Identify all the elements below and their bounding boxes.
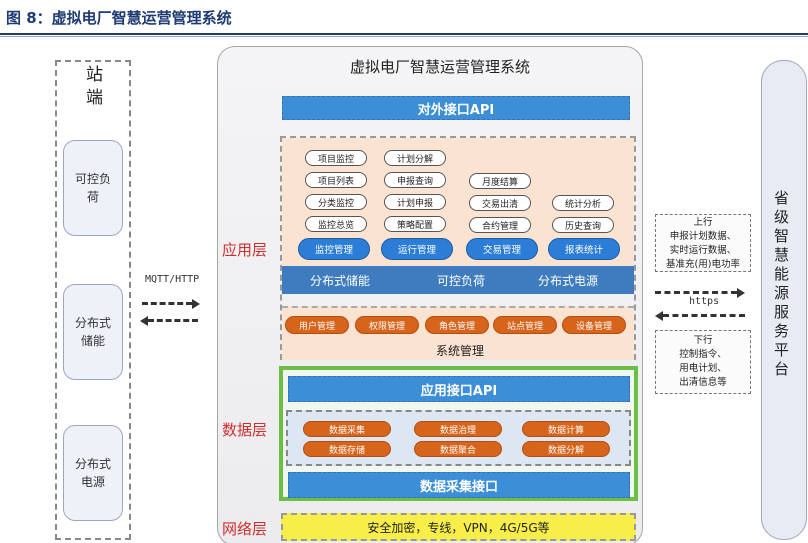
uplink-note: 上行 申报计划数据、 实时运行数据、 基准充(用)电功率 [655,214,751,272]
sys-user-mgmt: 用户管理 [285,316,349,334]
data-govern: 数据治理 [414,421,502,437]
func-pill: 项目列表 [305,172,367,188]
func-pill: 分类监控 [305,194,367,210]
figure-title: 图 8：虚拟电厂智慧运营管理系统 [6,9,232,27]
data-collect: 数据采集 [303,421,391,437]
mqtt-http-label: MQTT/HTTP [145,274,200,285]
downlink-note: 下行 控制指令、 用电计划、 出清信息等 [655,330,751,394]
func-pill: 交易出清 [469,195,531,211]
app-layer-label: 应用层 [222,241,268,259]
station-controllable-load: 可控负荷 [63,140,123,236]
station-frame [55,60,131,540]
data-decompose: 数据分解 [522,441,610,457]
sys-device-mgmt: 设备管理 [562,316,626,334]
uplink-line: 实时运行数据、 [669,245,737,256]
data-store: 数据存储 [303,441,391,457]
arrow-right-head [192,299,200,309]
module-operation: 运行管理 [381,238,453,260]
func-pill: 申报查询 [384,172,446,188]
main-system-title: 虚拟电厂智慧运营管理系统 [349,58,530,76]
external-api-label: 对外接口API [417,102,495,118]
network-layer-text: 安全加密，专线，VPN，4G/5G等 [367,520,550,535]
func-pill: 月度结算 [469,173,531,189]
station-item-label: 分布式电源 [74,457,111,489]
data-processing-area [286,410,631,466]
downlink-line: 出清信息等 [679,377,727,388]
uplink-line: 申报计划数据、 [669,231,737,242]
sys-role-mgmt: 角色管理 [425,316,489,334]
downlink-line: 用电计划、 [679,363,727,374]
data-compute: 数据计算 [522,421,610,437]
station-distributed-storage: 分布式储能 [63,284,123,380]
station-item-label: 可控负荷 [74,172,111,204]
system-management-title: 系统管理 [435,344,484,358]
sys-site-mgmt: 站点管理 [493,316,557,334]
arrow-right-line [142,302,192,305]
station-item-label: 分布式储能 [74,316,111,348]
data-collect-api-bar: 数据采集接口 [288,472,630,498]
station-distributed-generation: 分布式电源 [63,425,123,521]
network-layer-label: 网络层 [222,520,268,538]
arrow-left-line [148,319,198,322]
func-pill: 计划分解 [384,150,446,166]
resource-storage: 分布式储能 [310,274,371,288]
module-reporting: 报表统计 [548,238,620,260]
module-monitoring: 监控管理 [298,238,370,260]
app-api-bar: 应用接口API [288,376,630,402]
https-arrow-right-line [655,291,737,294]
https-arrow-right-head [737,288,745,298]
app-api-label: 应用接口API [420,383,498,399]
module-trading: 交易管理 [466,238,538,260]
resource-band: 分布式储能 可控负荷 分布式电源 [282,266,634,294]
title-rule-thin [0,36,808,37]
resource-load: 可控负荷 [437,274,486,288]
uplink-title: 上行 [693,217,713,228]
func-pill: 统计分析 [552,195,614,211]
func-pill: 策略配置 [384,216,446,232]
downlink-title: 下行 [693,335,713,346]
network-layer-bar: 安全加密，专线，VPN，4G/5G等 [281,513,636,541]
provincial-platform-frame [761,60,807,540]
data-collect-api-label: 数据采集接口 [419,479,498,495]
func-pill: 监控总览 [305,216,367,232]
func-pill: 计划申报 [384,194,446,210]
https-arrow-left-line [663,314,745,317]
https-arrow-left-head [655,311,663,321]
func-pill: 合约管理 [469,217,531,233]
title-rule [0,33,808,35]
data-aggregate: 数据聚合 [414,441,502,457]
resource-generation: 分布式电源 [538,274,599,288]
arrow-left-head [140,316,148,326]
uplink-line: 基准充(用)电功率 [666,259,740,270]
external-api-bar: 对外接口API [282,96,630,120]
func-pill: 历史查询 [552,217,614,233]
data-layer-label: 数据层 [222,421,268,439]
func-pill: 项目监控 [305,150,367,166]
sys-permission-mgmt: 权限管理 [355,316,419,334]
https-label: https [689,296,720,307]
station-title: 站端 [82,65,102,111]
downlink-line: 控制指令、 [679,349,727,360]
provincial-platform-title: 省级智慧能源服务平台 [772,190,790,380]
